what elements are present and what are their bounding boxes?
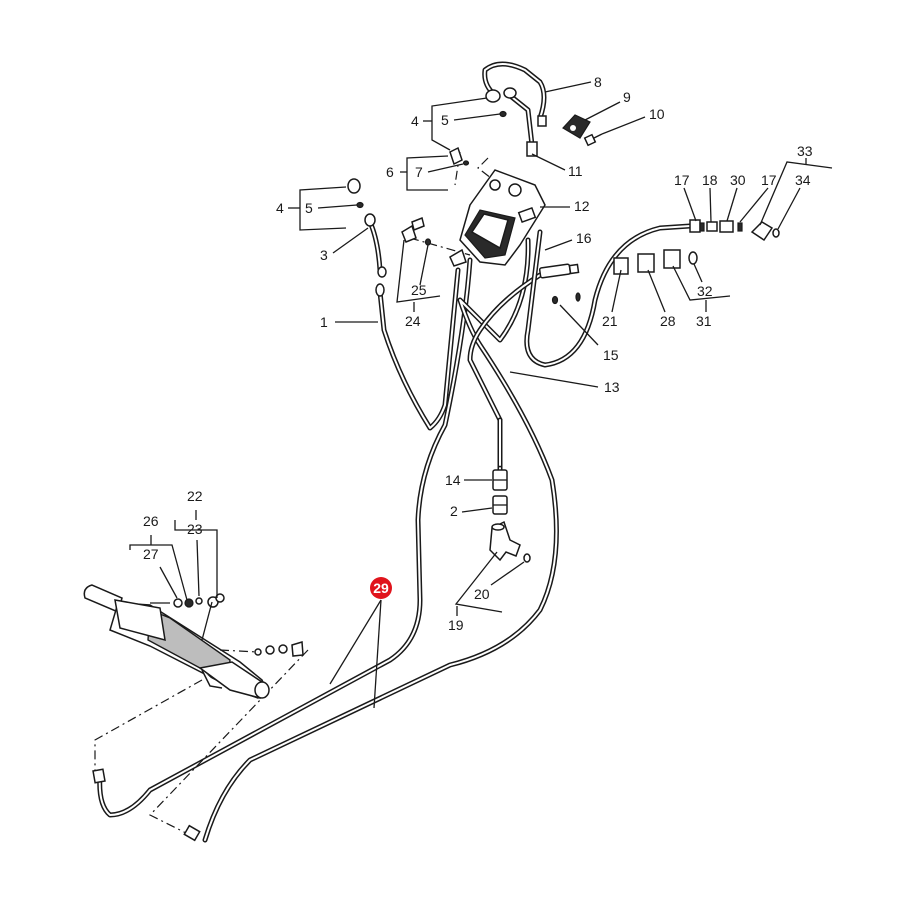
hose-29-b: [202, 237, 559, 843]
label-16: 16: [576, 230, 592, 246]
hose-1: [377, 267, 461, 431]
label-17: 17: [674, 172, 690, 188]
label-26: 26: [143, 513, 159, 529]
label-7: 7: [415, 164, 423, 180]
hose-end-fittings: [92, 768, 201, 842]
clamp-9: [562, 114, 591, 139]
label-9: 9: [623, 89, 631, 105]
label-4: 4: [411, 113, 419, 129]
label-24: 24: [405, 313, 421, 329]
label-5: 5: [305, 200, 313, 216]
tee-fitting-19: [489, 520, 521, 562]
label-2: 2: [450, 503, 458, 519]
label-1: 1: [320, 314, 328, 330]
label-32: 32: [697, 283, 713, 299]
hose-29-a: [97, 257, 473, 818]
label-33: 33: [797, 143, 813, 159]
bolt-10: [583, 133, 603, 147]
fittings-4-5: [347, 178, 387, 297]
label-19: 19: [448, 617, 464, 633]
label-23: 23: [187, 521, 203, 537]
label-5: 5: [441, 112, 449, 128]
label-21: 21: [602, 313, 618, 329]
fittings-24-25: [401, 216, 467, 267]
fittings-right: [538, 219, 780, 305]
label-18: 18: [702, 172, 718, 188]
label-30: 30: [730, 172, 746, 188]
label-28: 28: [660, 313, 676, 329]
label-34: 34: [795, 172, 811, 188]
label-8: 8: [594, 74, 602, 90]
fittings-14-2: [492, 417, 508, 515]
pipe-8: [482, 61, 547, 157]
label-3: 3: [320, 247, 328, 263]
label-29: 29: [373, 580, 389, 596]
label-25: 25: [411, 282, 427, 298]
label-4: 4: [276, 200, 284, 216]
hose-set: [97, 219, 693, 843]
label-31: 31: [696, 313, 712, 329]
steering-cylinder: [83, 584, 304, 699]
label-11: 11: [568, 163, 583, 179]
label-17: 17: [761, 172, 777, 188]
callout-labels: 1 2 3 4 5 4 5 6 7 8 9 10 11 12 13 14 15 …: [143, 74, 813, 633]
label-14: 14: [445, 472, 461, 488]
highlight-marker: [370, 577, 392, 599]
label-15: 15: [603, 347, 619, 363]
leader-lines: [129, 81, 833, 709]
highlighted-callout-29[interactable]: 29: [370, 577, 392, 599]
assembly-lines: [94, 151, 501, 836]
label-27: 27: [143, 546, 159, 562]
fittings-6-7: [449, 110, 507, 166]
hose-3: [367, 219, 383, 273]
label-22: 22: [187, 488, 203, 504]
steering-valve: [459, 169, 546, 266]
label-10: 10: [649, 106, 665, 122]
seal-20: [523, 553, 531, 563]
label-13: 13: [604, 379, 620, 395]
hose-13: [467, 272, 543, 473]
hose-16: [524, 223, 693, 368]
label-12: 12: [574, 198, 590, 214]
label-6: 6: [386, 164, 394, 180]
label-20: 20: [474, 586, 490, 602]
